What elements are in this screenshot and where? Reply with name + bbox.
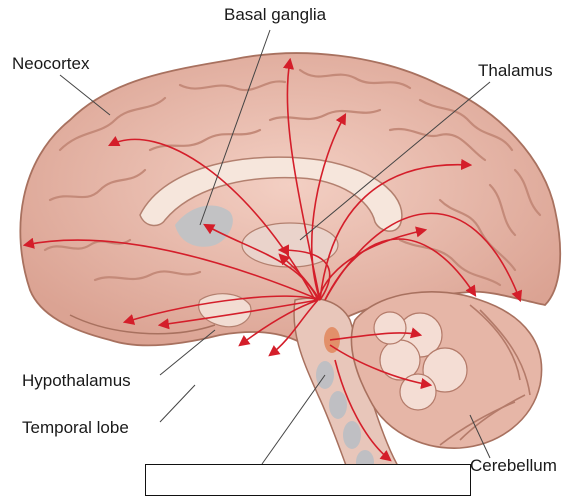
label-basal-ganglia: Basal ganglia [224,6,326,23]
label-hypothalamus: Hypothalamus [22,372,131,389]
label-cerebellum: Cerebellum [470,457,557,474]
label-neocortex: Neocortex [12,55,89,72]
caption-box [145,464,471,496]
label-thalamus: Thalamus [478,62,553,79]
label-temporal-lobe: Temporal lobe [22,419,129,436]
